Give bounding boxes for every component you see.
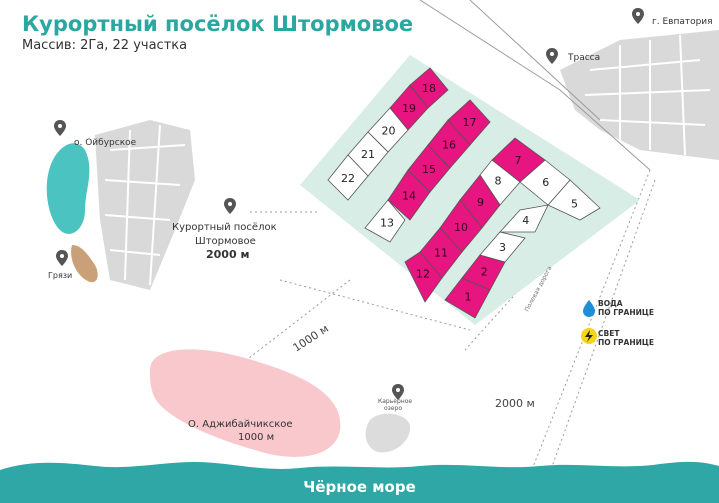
- map-pin-icon: [546, 48, 558, 64]
- plot-number: 8: [495, 175, 502, 188]
- plot-shape[interactable]: [364, 199, 406, 243]
- plot-number: 7: [515, 154, 522, 167]
- plot-3[interactable]: 3: [479, 231, 526, 263]
- village-dist-label: 2000 м: [206, 248, 249, 261]
- page-title: Курортный посёлок Штормовое: [22, 12, 414, 36]
- dist-1000-label: 1000 м: [291, 322, 331, 355]
- plot-number: 20: [382, 125, 396, 138]
- map-pin-icon: [632, 8, 644, 24]
- water-drop-icon: [583, 300, 595, 317]
- plot-number: 15: [422, 163, 436, 176]
- map-pin-icon: [224, 198, 236, 214]
- legend-power: СВЕТ ПО ГРАНИЦЕ: [598, 329, 654, 347]
- plot-20[interactable]: 20: [367, 107, 409, 153]
- plot-number: 13: [380, 217, 394, 230]
- plot-number: 9: [477, 196, 484, 209]
- lake-oybur-label: о. Ойбурское: [74, 138, 137, 148]
- quarry-lake: [365, 413, 411, 453]
- plot-number: 19: [402, 102, 416, 115]
- plot-number: 10: [454, 221, 468, 234]
- trasse-label: Трасса: [567, 53, 600, 63]
- plot-13[interactable]: 13: [364, 199, 406, 243]
- plot-number: 1: [465, 291, 472, 304]
- plot-number: 6: [542, 176, 549, 189]
- lightning-icon: [581, 328, 597, 344]
- shtormovoe-village: [95, 120, 195, 290]
- plot-number: 3: [499, 241, 506, 254]
- plot-19[interactable]: 19: [389, 84, 429, 131]
- lake-oybur: [46, 143, 90, 234]
- map-pin-icon: [56, 250, 68, 266]
- plot-12[interactable]: 12: [404, 251, 443, 303]
- quarry-label-1: Карьерное: [378, 398, 412, 405]
- plot-shape[interactable]: [479, 231, 526, 263]
- plot-number: 4: [522, 214, 529, 227]
- plot-shape[interactable]: [404, 251, 443, 303]
- pin-icons: [54, 8, 644, 400]
- evpatoria-label: г. Евпатория: [652, 17, 713, 27]
- plot-number: 5: [571, 197, 578, 210]
- mud-label: Грязи: [48, 271, 72, 280]
- plot-number: 14: [402, 190, 416, 203]
- plot-number: 11: [434, 247, 448, 260]
- plot-number: 18: [422, 82, 436, 95]
- plot-shape[interactable]: [327, 154, 369, 201]
- village-name-line1: Курортный посёлок: [172, 222, 277, 233]
- lake-adzhi: [150, 349, 341, 457]
- plot-number: 22: [341, 172, 355, 185]
- page-subtitle: Массив: 2Га, 22 участка: [22, 38, 188, 53]
- plot-number: 17: [463, 116, 477, 129]
- map-pin-icon: [54, 120, 66, 136]
- plot-22[interactable]: 22: [327, 154, 369, 201]
- evpatoria-city: [560, 30, 719, 160]
- lake-adzhi-dist: 1000 м: [238, 432, 274, 443]
- plot-18[interactable]: 18: [409, 67, 449, 109]
- legend-water: ВОДА ПО ГРАНИЦЕ: [598, 299, 654, 317]
- plot-number: 2: [481, 265, 488, 278]
- plot-shape[interactable]: [447, 99, 491, 146]
- plot-number: 12: [416, 268, 430, 281]
- plot-number: 21: [361, 148, 375, 161]
- dist-2000-label: 2000 м: [495, 397, 535, 410]
- plot-number: 16: [442, 139, 456, 152]
- plot-17[interactable]: 17: [447, 99, 491, 146]
- quarry-label-2: озеро: [384, 405, 402, 412]
- village-name-line2: Штормовое: [195, 236, 256, 247]
- sea: [0, 461, 719, 503]
- mud-area: [71, 245, 98, 283]
- map-pin-icon: [392, 384, 404, 400]
- lake-adzhi-label: О. Аджибайчикское: [188, 419, 293, 430]
- sea-label: Чёрное море: [303, 478, 416, 496]
- plot-11[interactable]: 11: [419, 227, 463, 279]
